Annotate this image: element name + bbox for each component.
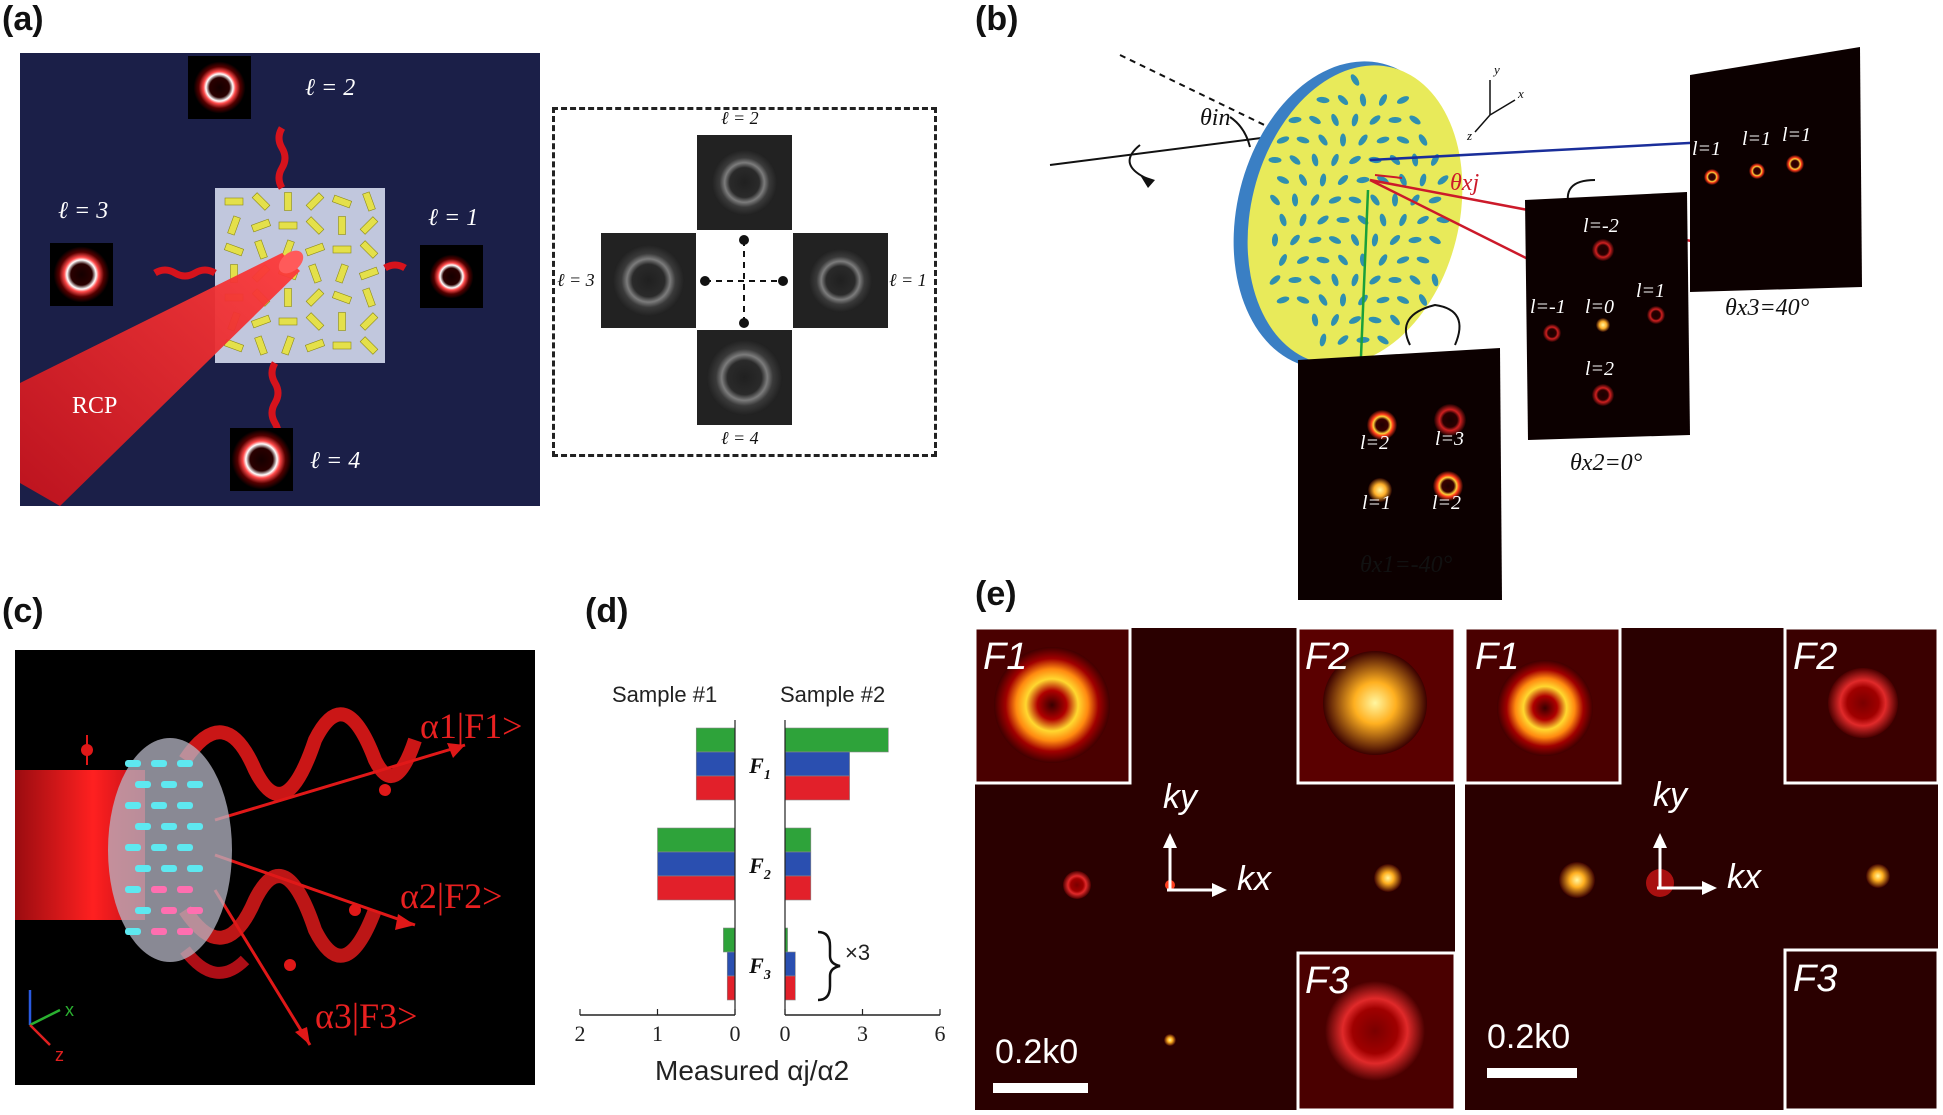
bar-s1-F2-1 bbox=[657, 851, 736, 877]
panel-b-scene: θin θxj y x z l=2 l=3 l=1 l=2 θx1=-40° l… bbox=[1030, 40, 1930, 600]
beam3-label: α3|F3> bbox=[315, 996, 418, 1036]
bar-s1-F3-1 bbox=[726, 951, 736, 977]
panel-c-scene: α1|F1> α2|F2> α3|F3> x z bbox=[15, 650, 535, 1085]
sample2-title: Sample #2 bbox=[780, 682, 886, 707]
bar-s1-F3-2 bbox=[726, 975, 736, 1001]
tick-label-s2-2: 6 bbox=[935, 1021, 946, 1046]
tick-label-s2-0: 0 bbox=[780, 1021, 791, 1046]
bar-s1-F3-0 bbox=[723, 927, 736, 953]
bar-s2-F3-2 bbox=[784, 975, 796, 1001]
e-left-scale: 0.2k0 bbox=[995, 1033, 1079, 1071]
e-right-f3: F3 bbox=[1793, 958, 1838, 1000]
theta-xj-label: θxj bbox=[1450, 170, 1480, 196]
bar-s1-F2-2 bbox=[657, 875, 736, 901]
panel-a-inset: ℓ = 2 ℓ = 3 ℓ = 1 ℓ = 4 bbox=[552, 107, 937, 457]
s1-label-3: l=1 bbox=[1362, 492, 1392, 514]
metasurface-illustration bbox=[20, 56, 483, 506]
inset-label-top: ℓ = 2 bbox=[721, 108, 759, 128]
s3-label-1: l=1 bbox=[1692, 138, 1722, 160]
s3-label-2: l=1 bbox=[1742, 128, 1772, 150]
mode-ring-top bbox=[193, 61, 246, 114]
axis-x-label: x bbox=[1518, 86, 1524, 101]
e-right-f2: F2 bbox=[1793, 636, 1838, 678]
sample1-title: Sample #1 bbox=[612, 682, 718, 707]
bar-s2-F2-1 bbox=[784, 851, 812, 877]
mode-label-left: ℓ = 3 bbox=[58, 198, 109, 224]
bar-s2-F1-0 bbox=[784, 727, 889, 753]
axis-z-label: z bbox=[1467, 128, 1473, 143]
panel-a-scene: ℓ = 2 ℓ = 3 ℓ = 1 ℓ = 4 RCP bbox=[20, 53, 540, 506]
e-left-kx: kx bbox=[1237, 860, 1271, 898]
tick-label-s1-1: 1 bbox=[652, 1021, 663, 1046]
e-right-ky: ky bbox=[1653, 776, 1687, 814]
inset-label-left: ℓ = 3 bbox=[557, 270, 595, 290]
inset-label-right: ℓ = 1 bbox=[889, 270, 927, 290]
annotation-x3: ×3 bbox=[845, 940, 871, 965]
rcp-label: RCP bbox=[72, 393, 118, 419]
bar-s1-F1-2 bbox=[695, 775, 736, 801]
category-label-F2: F2 bbox=[748, 853, 771, 883]
s1-label-4: l=2 bbox=[1432, 492, 1462, 514]
axis-x-c: x bbox=[65, 1000, 74, 1020]
x-axis-label: Measured αj/α2 bbox=[655, 1055, 850, 1086]
beam1-label: α1|F1> bbox=[420, 706, 523, 746]
bar-s1-F1-0 bbox=[695, 727, 736, 753]
axis-z-c: z bbox=[55, 1045, 64, 1065]
tick-label-s1-2: 0 bbox=[730, 1021, 741, 1046]
category-label-F1: F1 bbox=[748, 753, 771, 783]
s1-label-1: l=2 bbox=[1360, 432, 1390, 454]
grating-illustration bbox=[1049, 47, 1862, 600]
inset-label-bottom: ℓ = 4 bbox=[721, 428, 759, 448]
e-right-scale: 0.2k0 bbox=[1487, 1018, 1571, 1056]
e-left-f3: F3 bbox=[1305, 960, 1350, 1002]
theta-in-label: θin bbox=[1200, 105, 1231, 131]
category-label-F3: F3 bbox=[748, 953, 771, 983]
bar-s2-F1-1 bbox=[784, 751, 850, 777]
panel-label-b: (b) bbox=[975, 0, 1019, 38]
s1-label-2: l=3 bbox=[1435, 428, 1465, 450]
panel-label-d: (d) bbox=[585, 592, 629, 630]
multiplexing-illustration bbox=[15, 707, 466, 1046]
tick-label-s1-0: 2 bbox=[575, 1021, 586, 1046]
s1-angle: θx1=-40° bbox=[1360, 552, 1453, 578]
s3-label-3: l=1 bbox=[1782, 124, 1812, 146]
panel-label-a: (a) bbox=[2, 0, 44, 38]
e-right-f1: F1 bbox=[1475, 636, 1520, 678]
s2-label-5: l=2 bbox=[1585, 358, 1615, 380]
panel-label-c: (c) bbox=[2, 592, 44, 630]
s2-angle: θx2=0° bbox=[1570, 450, 1643, 476]
s2-label-3: l=0 bbox=[1585, 296, 1615, 318]
e-left-f2: F2 bbox=[1305, 636, 1350, 678]
panel-label-e: (e) bbox=[975, 575, 1017, 613]
mode-label-right: ℓ = 1 bbox=[428, 205, 479, 231]
inset-grid bbox=[601, 135, 888, 425]
kspace-left bbox=[973, 626, 1457, 1112]
tick-label-s2-1: 3 bbox=[857, 1021, 868, 1046]
s3-angle: θx3=40° bbox=[1725, 295, 1810, 321]
bar-s1-F1-1 bbox=[695, 751, 736, 777]
bar-s2-F2-0 bbox=[784, 827, 812, 853]
bar-s2-F2-2 bbox=[784, 875, 812, 901]
bar-s1-F2-0 bbox=[657, 827, 736, 853]
s2-label-4: l=1 bbox=[1636, 280, 1666, 302]
bar-s2-F3-1 bbox=[784, 951, 796, 977]
annotation-brace bbox=[817, 930, 841, 1002]
kspace-right bbox=[1463, 626, 1940, 1112]
e-right-kx: kx bbox=[1727, 858, 1761, 896]
panel-e-left: F1 F2 F3 ky kx 0.2k0 bbox=[973, 626, 1457, 1112]
beam2-label: α2|F2> bbox=[400, 876, 503, 916]
mode-label-bottom: ℓ = 4 bbox=[310, 448, 361, 474]
axis-y-label: y bbox=[1494, 62, 1500, 77]
s2-label-2: l=-1 bbox=[1530, 296, 1566, 318]
e-left-f1: F1 bbox=[983, 636, 1028, 678]
e-left-ky: ky bbox=[1163, 778, 1197, 816]
bar-s2-F1-2 bbox=[784, 775, 850, 801]
s2-label-1: l=-2 bbox=[1583, 215, 1619, 237]
panel-e-right: F1 F2 F3 ky kx 0.2k0 bbox=[1463, 626, 1940, 1112]
mode-label-top: ℓ = 2 bbox=[305, 75, 356, 101]
